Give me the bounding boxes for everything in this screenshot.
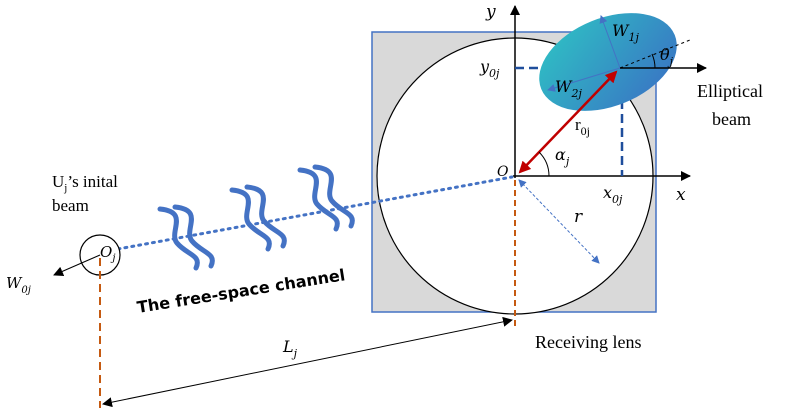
w0-label: W0j xyxy=(6,274,31,296)
elliptical-beam-label-line2: beam xyxy=(712,109,751,129)
alpha-arc xyxy=(538,151,550,177)
wavefront-3 xyxy=(229,187,272,252)
r0-label: r0j xyxy=(575,115,590,138)
wavefronts xyxy=(157,164,355,271)
alpha-label: αj xyxy=(555,145,570,168)
initial-beam-label-line2: beam xyxy=(52,196,89,215)
w1-axis-arrow xyxy=(599,15,621,69)
wavefront-2 xyxy=(172,204,215,269)
w1-label: W1j xyxy=(612,21,639,44)
theta-label: θj xyxy=(660,45,674,68)
wavefront-6 xyxy=(312,164,355,229)
ellipse-major-dashed xyxy=(619,39,691,69)
origin-label: O xyxy=(497,164,509,180)
x0-label: x0j xyxy=(603,183,623,206)
wavefront-4 xyxy=(244,184,287,249)
initial-beam-label-line1: Uj’s inital xyxy=(52,172,118,194)
radius-arrow xyxy=(518,179,600,264)
oj-label: Oj xyxy=(100,243,115,264)
receiving-lens-label: Receiving lens xyxy=(535,332,641,352)
y-axis-label: y xyxy=(485,2,496,22)
x-axis-label: x xyxy=(676,185,686,205)
y0-label: y0j xyxy=(479,57,500,80)
wavefront-5 xyxy=(297,167,340,232)
w0-arrow xyxy=(53,254,101,276)
wavefront-1 xyxy=(157,206,200,271)
distance-arrow xyxy=(102,316,513,408)
channel-label: The free-space channel xyxy=(136,265,347,317)
radius-label: r xyxy=(574,207,583,227)
distance-label: Lj xyxy=(282,337,298,360)
elliptical-beam-label-line1: Elliptical xyxy=(697,81,763,101)
theta-arc xyxy=(651,53,656,69)
r0-vector xyxy=(518,70,618,174)
w2-label: W2j xyxy=(555,77,582,100)
